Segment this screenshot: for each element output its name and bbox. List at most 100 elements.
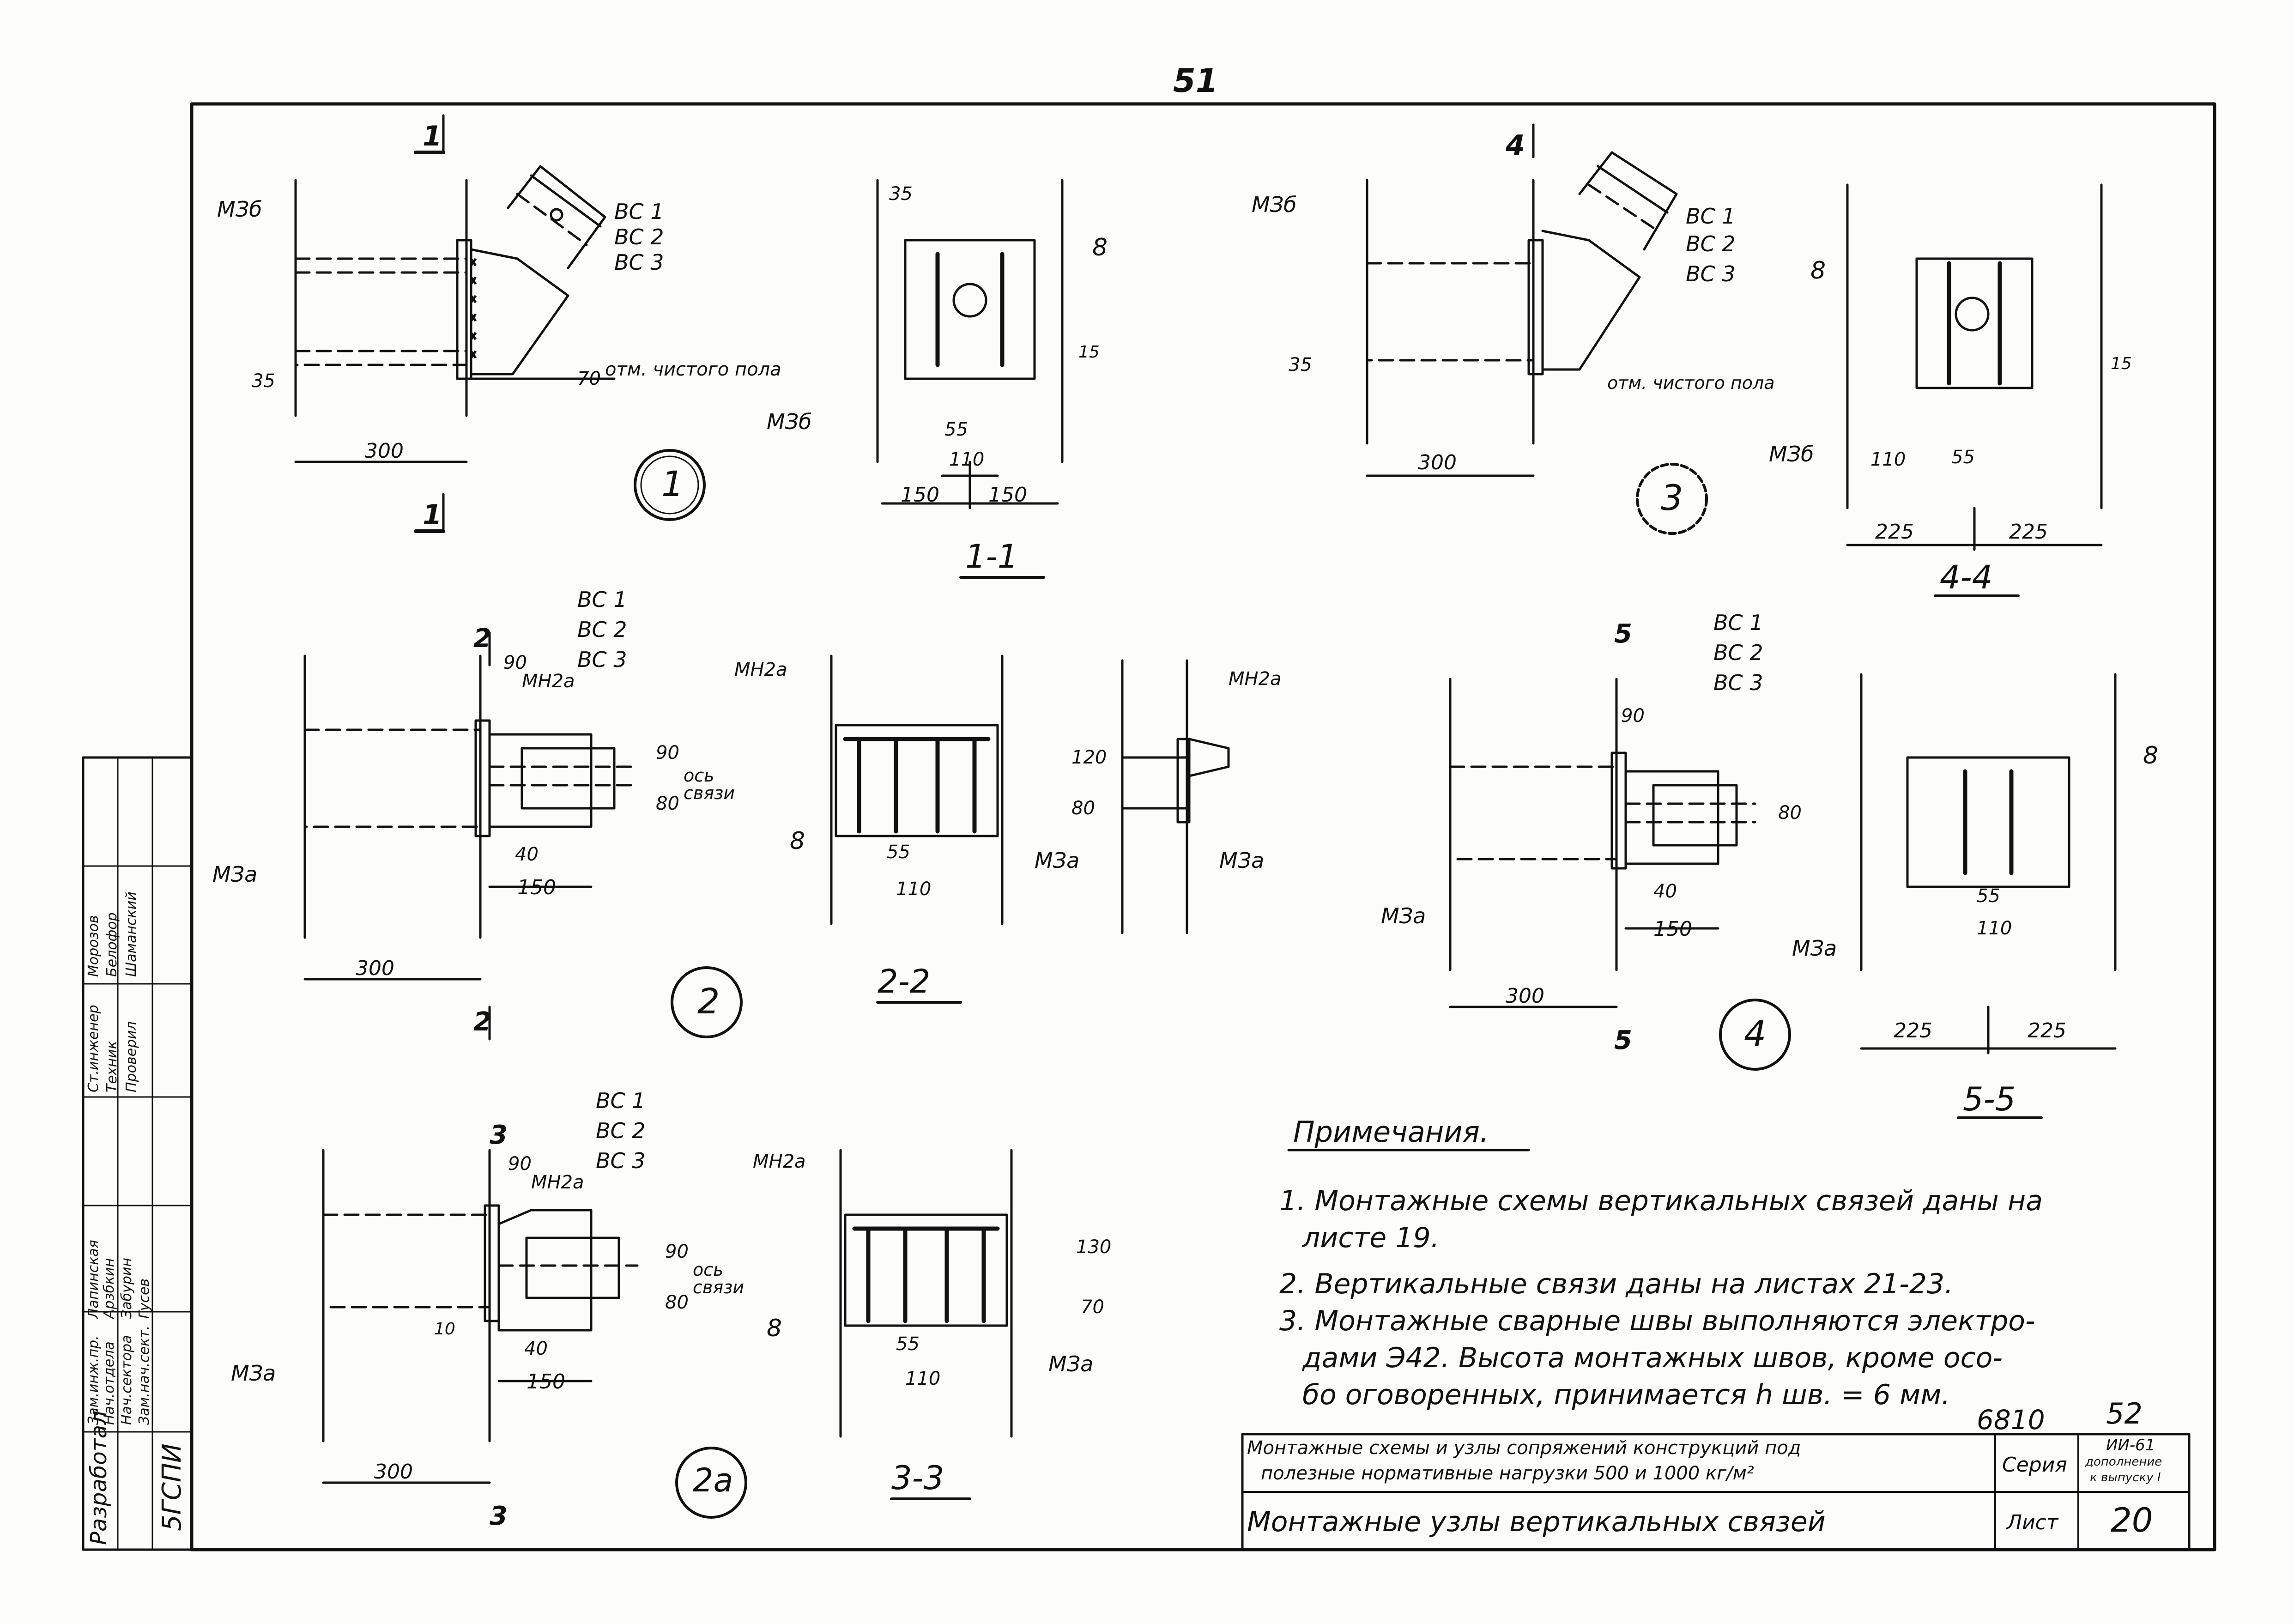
node-2-dim-300: 300: [356, 957, 394, 980]
section-3-3-weld-mn2a: МН2а: [753, 1151, 806, 1172]
section-4-4-dim-15: 15: [2111, 354, 2132, 373]
title-block-sheet-label: Лист: [2007, 1511, 2058, 1534]
section-5-5-dim-225-left: 225: [1894, 1019, 1932, 1042]
node-3-marker: [1636, 463, 1708, 535]
node-1-drawing: [294, 114, 616, 533]
section-4-4-weld-label: МЗб: [1769, 442, 1814, 467]
section-1-1-dim-150-right: 150: [988, 483, 1027, 507]
side-view-weld-m3a: МЗа: [1219, 848, 1265, 873]
stamp-org: 5ГСПИ: [157, 1443, 187, 1531]
stamp-role-5: Ст.инженер: [85, 1005, 102, 1092]
node-3-bracing-label-1: ВС 1: [1686, 204, 1736, 229]
node-2-bracing-label-2: ВС 2: [577, 617, 627, 642]
node-2a-marker-label: 2а: [693, 1461, 733, 1499]
section-3-3-dim-130: 130: [1076, 1236, 1112, 1258]
section-4-4-title: 4-4: [1940, 558, 1993, 596]
stamp-role-4: Зам.нач.сект.: [136, 1325, 152, 1425]
section-4-4-dim-225-left: 225: [1875, 520, 1914, 544]
note-line-1: 1. Монтажные схемы вертикальных связей д…: [1279, 1185, 2043, 1217]
node-2-marker: [671, 966, 743, 1038]
bracing-side-view: [1121, 659, 1230, 934]
side-view-weld-mn2a: МН2а: [1229, 668, 1282, 690]
section-3-3-title: 3-3: [891, 1459, 944, 1497]
node-4-dim-80-90: 80: [1778, 802, 1802, 824]
note-line-6: бо оговоренных, принимается h шв. = 6 мм…: [1302, 1379, 1950, 1411]
node-1-bracing-label-2: ВС 2: [614, 224, 664, 249]
node-2a-drawing: [322, 1149, 639, 1484]
node-1-dim-300: 300: [365, 439, 404, 463]
node-3-dim-35: 35: [1289, 354, 1312, 376]
section-1-1-dim-150-left: 150: [901, 483, 939, 507]
node-1-floor-mark: отм. чистого пола: [605, 359, 781, 380]
node-4-cut-mark-5-bottom: 5: [1614, 1025, 1632, 1055]
node-2a-cut-mark-top: 3: [490, 1120, 508, 1150]
node-2-cut-mark-top: 2: [473, 624, 491, 654]
node-2a-axis-label: ось связи: [693, 1260, 744, 1297]
stamp-name-5: Морозов: [85, 915, 102, 977]
section-1-1-dim-35: 35: [889, 183, 913, 205]
node-2a-weld-m3a: МЗа: [231, 1361, 276, 1386]
note-line-4: 3. Монтажные сварные швы выполняются эле…: [1279, 1305, 2035, 1337]
node-2a-bracing-label-3: ВС 3: [596, 1148, 646, 1173]
node-2a-dim-40: 40: [524, 1338, 548, 1359]
node-2a-dim-80: 80: [665, 1292, 689, 1313]
node-4-weld-m3a: МЗа: [1381, 903, 1426, 928]
section-2-2-dim-55: 55: [887, 842, 910, 863]
node-4-bracing-label-1: ВС 1: [1713, 610, 1763, 635]
section-1-1-weld-label: МЗб: [767, 409, 812, 434]
title-block-series-label: Серия: [2002, 1453, 2067, 1477]
node-4-dim-40: 40: [1653, 881, 1677, 902]
node-2a-dim-90-v: 90: [665, 1241, 689, 1262]
stamp-name-1: Лапинская: [85, 1240, 102, 1319]
title-block-project-line-2: полезные нормативные нагрузки 500 и 1000…: [1261, 1463, 1754, 1484]
title-block-series-value-2: дополнение: [2085, 1455, 2162, 1469]
section-2-2-dim-110: 110: [896, 879, 932, 900]
section-5-5-dim-110: 110: [1977, 918, 2012, 939]
node-4-marker-label: 4: [1744, 1013, 1767, 1054]
stamp-frame: [82, 756, 193, 1551]
node-3-drawing: [1366, 123, 1678, 477]
node-2-dim-90-v: 90: [656, 742, 679, 764]
section-2-2-weld-m3a: МЗа: [1035, 848, 1080, 873]
node-2-dim-80: 80: [656, 793, 679, 814]
node-2a-weld-mn2a: МН2а: [531, 1172, 584, 1193]
section-2-2-title: 2-2: [878, 963, 931, 1000]
stamp-role-3: Нач.сектора: [119, 1335, 135, 1425]
section-3-3-dim-70: 70: [1081, 1297, 1104, 1318]
section-2-2-dim-120: 120: [1071, 747, 1107, 768]
title-block-code-1: 6810: [1977, 1404, 2045, 1436]
stamp-name-2: Арзбкин: [101, 1258, 117, 1319]
node-1-cut-mark-bottom: 1: [423, 499, 442, 531]
node-1-marker-label: 1: [661, 463, 684, 504]
section-4-4-dim-110: 110: [1870, 449, 1906, 470]
stamp-name-6: Белофор: [104, 912, 120, 977]
title-block-sheet-title: Монтажные узлы вертикальных связей: [1247, 1506, 1826, 1538]
node-3-floor-mark: отм. чистого пола: [1607, 373, 1775, 393]
title-block-series-value-3: к выпуску I: [2090, 1471, 2161, 1485]
node-3-weld-label: МЗб: [1252, 192, 1297, 217]
node-2-dim-40: 40: [515, 844, 539, 865]
section-3-3-weld-m3a: МЗа: [1048, 1351, 1094, 1376]
node-2-drawing: [303, 631, 639, 1041]
section-2-2-weld-mn2a: МН2а: [734, 659, 787, 680]
node-4-marker: [1719, 999, 1791, 1071]
stamp-developed: Разработал: [86, 1411, 112, 1545]
node-2-bracing-label-3: ВС 3: [577, 647, 627, 672]
node-2-marker-label: 2: [697, 981, 720, 1022]
node-1-bracing-label-3: ВС 3: [614, 250, 664, 275]
section-1-1-dim-110: 110: [949, 449, 985, 470]
stamp-name-7: Шаманский: [123, 891, 139, 977]
node-2a-dim-300: 300: [374, 1460, 413, 1484]
title-block-code-2: 52: [2106, 1397, 2143, 1430]
node-2a-bracing-label-2: ВС 2: [596, 1118, 646, 1143]
note-line-3: 2. Вертикальные связи даны на листах 21-…: [1279, 1268, 1954, 1300]
section-1-1-dim-15: 15: [1078, 343, 1100, 362]
section-2-2-weld-8: 8: [790, 827, 805, 855]
node-2a-dim-10: 10: [434, 1320, 455, 1339]
section-5-5-drawing: [1860, 673, 2117, 1054]
stamp-name-3: Забурин: [119, 1257, 135, 1319]
node-1-weld-label: МЗб: [217, 197, 262, 222]
note-line-5: дами Э42. Высота монтажных швов, кроме о…: [1302, 1342, 2003, 1374]
node-2-axis-label: ось связи: [684, 765, 735, 803]
section-4-4-drawing: [1846, 183, 2103, 551]
